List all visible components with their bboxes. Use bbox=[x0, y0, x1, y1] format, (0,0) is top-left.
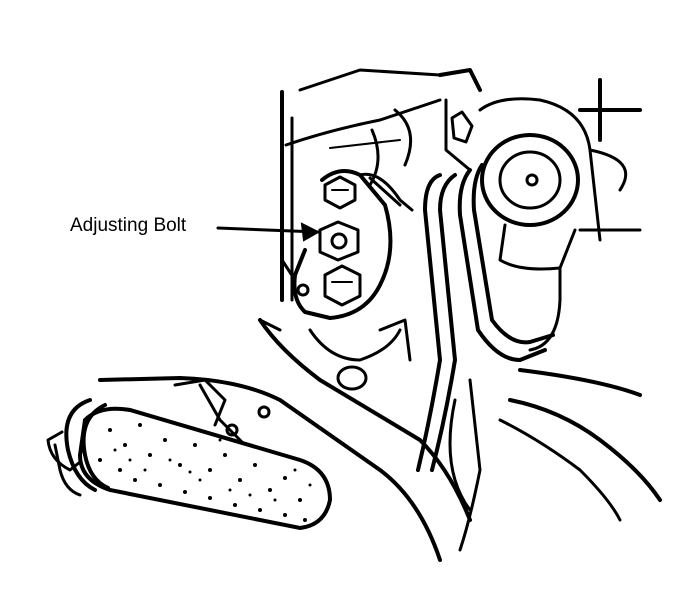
fuel-lines bbox=[416, 163, 555, 552]
lower-bolt bbox=[323, 264, 362, 307]
alternator-body bbox=[478, 78, 642, 242]
pulley bbox=[480, 133, 580, 352]
top-nut bbox=[450, 110, 474, 144]
adjusting-bracket bbox=[280, 169, 414, 320]
lower-mount bbox=[308, 318, 412, 391]
adjusting-bolt-label: Adjusting Bolt bbox=[70, 215, 187, 236]
frame-rail bbox=[98, 318, 472, 562]
radiator-hose bbox=[77, 406, 333, 531]
hose-clamp bbox=[46, 398, 110, 497]
callout-arrow bbox=[216, 222, 321, 242]
upper-bolt bbox=[323, 175, 357, 210]
engine-housing bbox=[280, 68, 482, 302]
right-hoses bbox=[498, 368, 662, 522]
adjusting-bolt bbox=[318, 220, 360, 262]
